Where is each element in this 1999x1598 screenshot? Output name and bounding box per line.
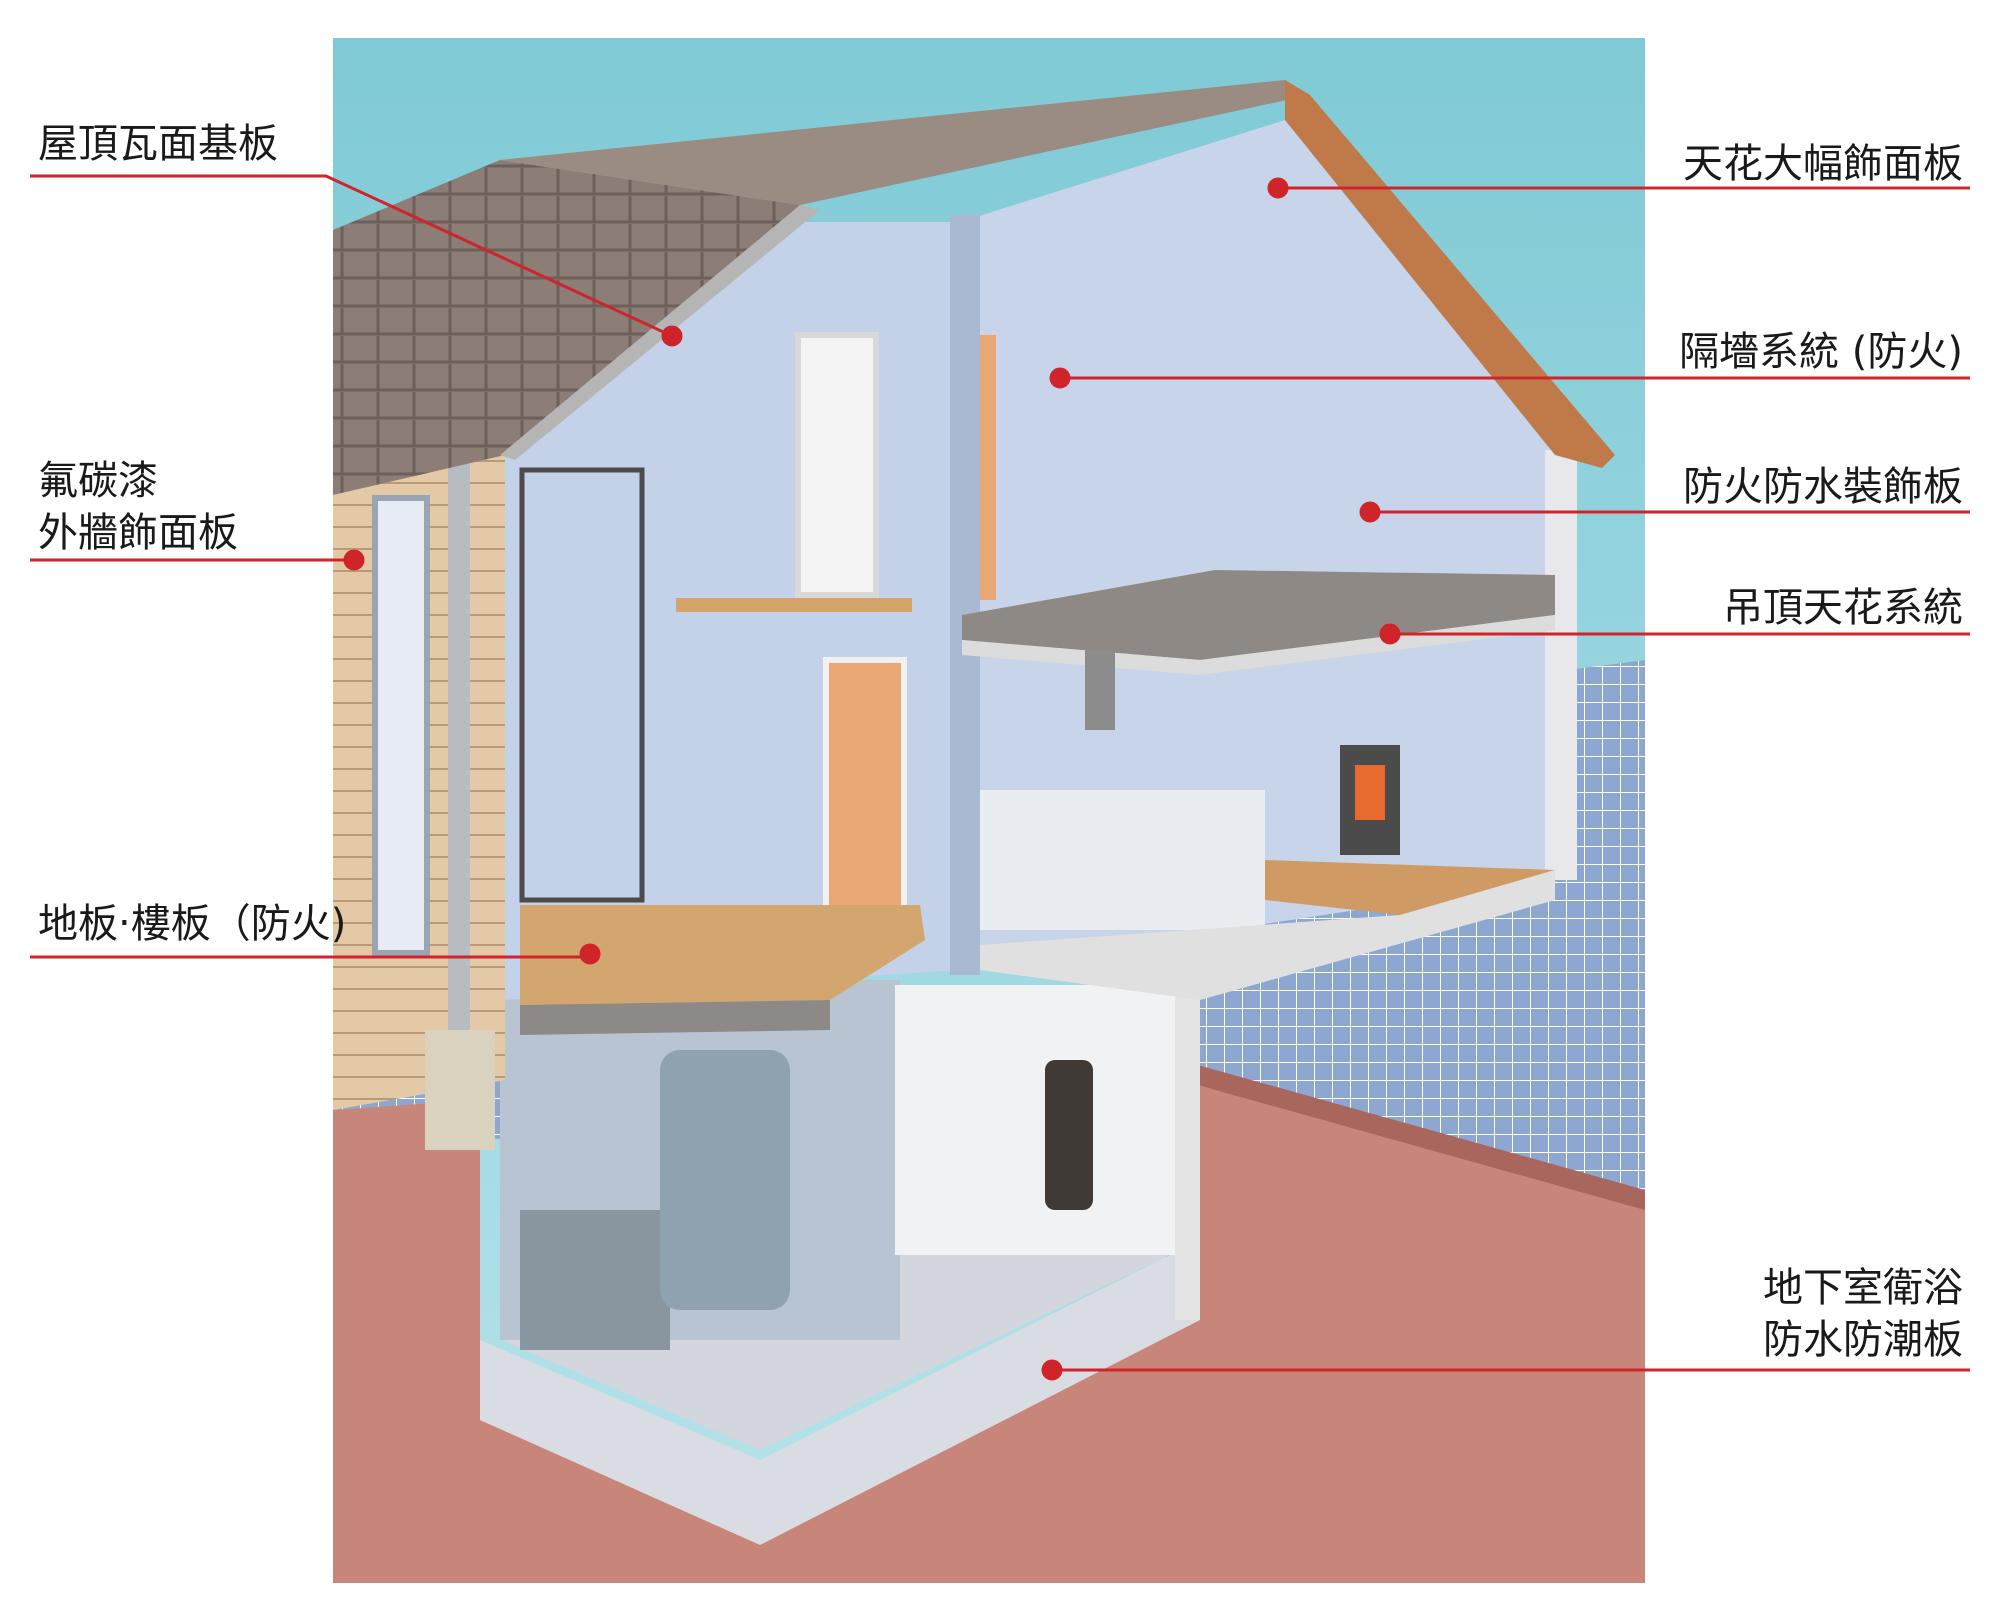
ground-floor-slab — [520, 905, 925, 1005]
basement-wall-right — [1175, 970, 1200, 1320]
exterior-window — [372, 495, 430, 956]
roof-inner-edge — [500, 205, 820, 460]
water-tank — [660, 1050, 790, 1310]
label-floor: 地板‧樓板（防火) — [38, 898, 346, 950]
label-suspended-ceiling: 吊頂天花系統 — [1723, 582, 1963, 634]
mezzanine-platform — [676, 598, 912, 612]
right-floor-slab — [980, 870, 1555, 1000]
boiler — [520, 1210, 670, 1350]
roof-right-eave — [1285, 80, 1615, 468]
right-outer-wall — [1545, 450, 1577, 880]
label-roof-sheathing-text: 屋頂瓦面基板 — [38, 121, 278, 167]
label-exterior-line2: 外牆飾面板 — [38, 510, 238, 556]
interior-back-wall-right — [960, 120, 1555, 970]
right-floor-wood — [1265, 860, 1555, 915]
callout-basement-dot — [1041, 1359, 1063, 1381]
label-partition-text: 隔墻系統 (防火) — [1679, 329, 1963, 375]
central-vacuum-unit — [1045, 1060, 1093, 1210]
label-suspended-ceiling-text: 吊頂天花系統 — [1723, 585, 1963, 631]
meter-box — [425, 1030, 495, 1150]
basement-right-room — [895, 985, 1180, 1255]
range-hood — [1085, 650, 1115, 730]
label-exterior-line1: 氟碳漆 — [38, 458, 158, 504]
label-ceiling-panel-text: 天花大幅飾面板 — [1683, 141, 1963, 187]
upper-right-door — [980, 335, 996, 600]
label-partition: 隔墻系統 (防火) — [1679, 326, 1963, 378]
label-fire-water: 防火防水裝飾板 — [1683, 461, 1963, 513]
roof-ridge — [500, 80, 1310, 205]
basement-slab — [480, 1240, 1200, 1545]
label-ceiling-panel: 天花大幅飾面板 — [1683, 138, 1963, 190]
callout-ceiling-panel-dot — [1267, 177, 1289, 199]
label-roof-sheathing: 屋頂瓦面基板 — [38, 118, 278, 170]
label-basement: 地下室衛浴 防水防潮板 — [1763, 1262, 1963, 1366]
stove-fire — [1355, 765, 1385, 820]
callout-fire-water-dot — [1359, 501, 1381, 523]
center-partition — [950, 215, 980, 975]
spiral-stair — [519, 467, 645, 903]
label-basement-line1: 地下室衛浴 — [1763, 1265, 1963, 1311]
callout-suspended-ceiling-dot — [1379, 623, 1401, 645]
soil-top-edge — [1180, 1060, 1645, 1210]
label-fire-water-text: 防火防水裝飾板 — [1683, 464, 1963, 510]
ground-floor-slab-edge — [520, 1000, 830, 1035]
callout-floor-dot — [579, 943, 601, 965]
upper-door — [795, 332, 879, 598]
label-floor-text: 地板‧樓板（防火) — [38, 901, 347, 947]
suspended-ceiling-slab — [962, 570, 1555, 660]
soil-ground — [333, 1070, 1645, 1583]
callout-roof-line — [30, 174, 673, 338]
middle-door — [823, 657, 907, 918]
label-exterior-panel: 氟碳漆 外牆飾面板 — [38, 455, 238, 559]
label-basement-line2: 防水防潮板 — [1763, 1317, 1963, 1363]
roof-left-slope — [333, 160, 800, 495]
kitchen-cabinets — [980, 790, 1265, 930]
callout-roof-dot — [661, 325, 683, 347]
callout-exterior-dot — [343, 549, 365, 571]
callout-partition-dot — [1049, 367, 1071, 389]
callout-lines — [30, 174, 1970, 1381]
